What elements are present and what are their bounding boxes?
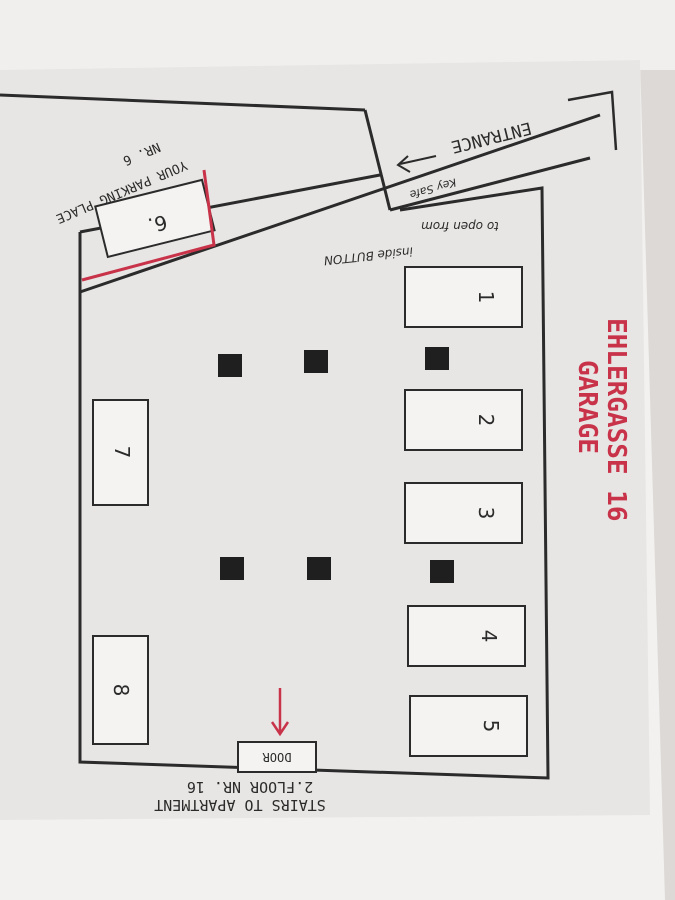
pillar [425, 347, 449, 370]
entrance-inner-wall [389, 156, 591, 212]
parking-spaces-left [92, 399, 149, 745]
space-number-2: 2 [474, 414, 498, 427]
parking-space-8 [92, 635, 149, 745]
space-number-8: 8 [109, 684, 133, 697]
space-numbers: 1 2 3 4 5 6. 7 8 [109, 210, 503, 733]
door-label: DOOR [262, 750, 292, 764]
outer-wall [78, 186, 550, 780]
parking-space-3 [404, 482, 523, 544]
button-note-line-1: to open from [421, 219, 499, 233]
top-diagonal-wall [79, 113, 601, 294]
door-box [237, 741, 317, 773]
space-number-1: 1 [474, 291, 498, 304]
pillar [430, 560, 454, 583]
parking-space-1 [404, 266, 523, 328]
stairs-note: STAIRS TO APARTMENT 2.FLOOR NR. 16 [154, 778, 326, 814]
pillars [218, 347, 454, 583]
entrance-marker [567, 90, 618, 151]
parking-spaces-right [404, 266, 528, 757]
entrance-arrow [396, 155, 437, 173]
parking-space-5 [409, 695, 528, 757]
pillar [218, 354, 242, 377]
parking-space-4 [407, 605, 526, 667]
top-boundary-line [0, 93, 366, 112]
space-number-7: 7 [110, 446, 134, 459]
door-arrow [270, 688, 290, 737]
title-line-2: GARAGE [572, 360, 602, 454]
parking-space-2 [404, 389, 523, 451]
title-line-1: EHLERGASSE 16 [601, 318, 631, 522]
pillar [307, 557, 331, 580]
space-number-3: 3 [474, 507, 498, 520]
desk-top [0, 0, 675, 70]
stairs-line-2: 2.FLOOR NR. 16 [187, 778, 313, 796]
your-place-highlight [81, 169, 216, 282]
title-block: EHLERGASSE 16 GARAGE [572, 318, 631, 522]
pillar [304, 350, 328, 373]
pillar [220, 557, 244, 580]
stairs-line-1: STAIRS TO APARTMENT [154, 796, 326, 814]
space-number-4: 4 [477, 630, 501, 643]
garage-walls [0, 93, 601, 780]
space-number-5: 5 [479, 720, 503, 733]
entrance-left-wall [363, 109, 392, 211]
parking-space-7 [92, 399, 149, 506]
